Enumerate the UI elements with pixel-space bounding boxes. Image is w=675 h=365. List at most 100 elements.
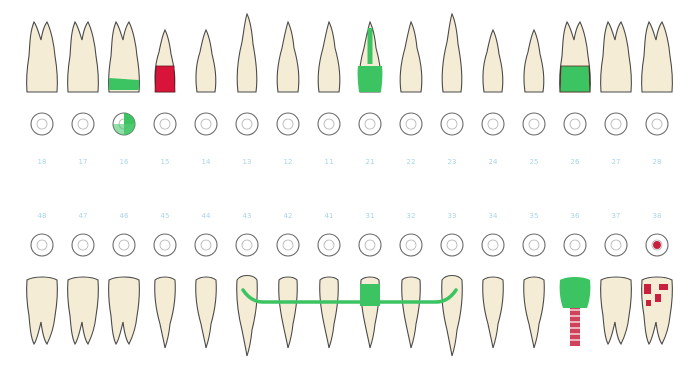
surface-ring-14: [195, 113, 217, 135]
tooth-21[interactable]: [358, 22, 383, 92]
tooth-36[interactable]: [560, 277, 591, 346]
tooth-number-47: 47: [79, 212, 88, 220]
surface-ring-41: [318, 234, 340, 256]
tooth-11[interactable]: [318, 22, 340, 92]
tooth-37[interactable]: [601, 277, 632, 344]
surface-ring-48: [31, 234, 53, 256]
surface-ring-35: [523, 234, 545, 256]
surface-45[interactable]: [154, 234, 176, 256]
surface-48[interactable]: [31, 234, 53, 256]
tooth-28[interactable]: [642, 22, 673, 92]
surface-35[interactable]: [523, 234, 545, 256]
tooth-number-43: 43: [243, 212, 252, 220]
tooth-33[interactable]: [442, 276, 463, 357]
tooth-number-38: 38: [653, 212, 662, 220]
surface-42[interactable]: [277, 234, 299, 256]
surface-ring-43: [236, 234, 258, 256]
tooth-45[interactable]: [155, 277, 176, 348]
surface-43[interactable]: [236, 234, 258, 256]
tooth-34[interactable]: [483, 277, 504, 348]
tooth-13[interactable]: [237, 14, 257, 92]
tooth-34-shape: [483, 277, 504, 348]
tooth-12[interactable]: [277, 22, 299, 92]
surface-46[interactable]: [113, 234, 135, 256]
surface-mark-38: [653, 241, 661, 249]
tooth-46[interactable]: [109, 277, 140, 344]
tooth-35[interactable]: [524, 277, 545, 348]
tooth-42-shape: [279, 277, 298, 348]
tooth-23[interactable]: [442, 14, 462, 92]
tooth-41[interactable]: [320, 277, 339, 348]
surface-ring-22: [400, 113, 422, 135]
surface-16[interactable]: [113, 113, 135, 135]
surface-32[interactable]: [400, 234, 422, 256]
tooth-25[interactable]: [524, 30, 544, 92]
surface-25[interactable]: [523, 113, 545, 135]
surface-18[interactable]: [31, 113, 53, 135]
surface-27[interactable]: [605, 113, 627, 135]
tooth-number-25: 25: [530, 158, 539, 166]
surface-41[interactable]: [318, 234, 340, 256]
surface-ring-17: [72, 113, 94, 135]
surface-47[interactable]: [72, 234, 94, 256]
surface-21[interactable]: [359, 113, 381, 135]
tooth-number-27: 27: [612, 158, 621, 166]
tooth-number-32: 32: [407, 212, 416, 220]
surface-36[interactable]: [564, 234, 586, 256]
tooth-42[interactable]: [279, 277, 298, 348]
surface-15[interactable]: [154, 113, 176, 135]
post-21: [368, 28, 373, 64]
tooth-44[interactable]: [196, 277, 217, 348]
surface-33[interactable]: [441, 234, 463, 256]
surface-34[interactable]: [482, 234, 504, 256]
surface-11[interactable]: [318, 113, 340, 135]
surface-ring-36: [564, 234, 586, 256]
surface-38[interactable]: [646, 234, 668, 256]
surface-12[interactable]: [277, 113, 299, 135]
surface-mark-16: [124, 113, 135, 124]
treatment-26: [560, 66, 590, 92]
surface-28[interactable]: [646, 113, 668, 135]
tooth-31[interactable]: [360, 277, 380, 348]
surface-23[interactable]: [441, 113, 463, 135]
surface-31[interactable]: [359, 234, 381, 256]
surface-ring-12: [277, 113, 299, 135]
lower-tooth-numbers: 48474645444342413132333435363738: [38, 212, 662, 220]
surface-37[interactable]: [605, 234, 627, 256]
tooth-number-11: 11: [325, 158, 334, 166]
tooth-14[interactable]: [196, 30, 216, 92]
tooth-37-shape: [601, 277, 632, 344]
surface-13[interactable]: [236, 113, 258, 135]
tooth-number-34: 34: [489, 212, 498, 220]
surface-44[interactable]: [195, 234, 217, 256]
tooth-32[interactable]: [402, 277, 421, 348]
tooth-27[interactable]: [601, 22, 632, 92]
tooth-17[interactable]: [68, 22, 99, 92]
tooth-22[interactable]: [400, 22, 422, 92]
tooth-27-shape: [601, 22, 632, 92]
tooth-43[interactable]: [237, 276, 258, 357]
tooth-number-26: 26: [571, 158, 580, 166]
tooth-35-shape: [524, 277, 545, 348]
tooth-26[interactable]: [560, 22, 591, 92]
surface-ring-11: [318, 113, 340, 135]
surface-17[interactable]: [72, 113, 94, 135]
tooth-48[interactable]: [27, 277, 58, 344]
tooth-16[interactable]: [109, 22, 140, 92]
tooth-47[interactable]: [68, 277, 99, 344]
surface-14[interactable]: [195, 113, 217, 135]
surface-22[interactable]: [400, 113, 422, 135]
surface-ring-34: [482, 234, 504, 256]
surface-24[interactable]: [482, 113, 504, 135]
tooth-15[interactable]: [155, 30, 175, 92]
tooth-number-46: 46: [120, 212, 129, 220]
tooth-33-shape: [442, 276, 463, 357]
tooth-number-36: 36: [571, 212, 580, 220]
surface-26[interactable]: [564, 113, 586, 135]
tooth-38[interactable]: [642, 277, 673, 344]
tooth-number-16: 16: [120, 158, 129, 166]
tooth-23-shape: [442, 14, 462, 92]
upper-surface-row: [31, 113, 668, 135]
tooth-18[interactable]: [27, 22, 58, 92]
tooth-24[interactable]: [483, 30, 503, 92]
